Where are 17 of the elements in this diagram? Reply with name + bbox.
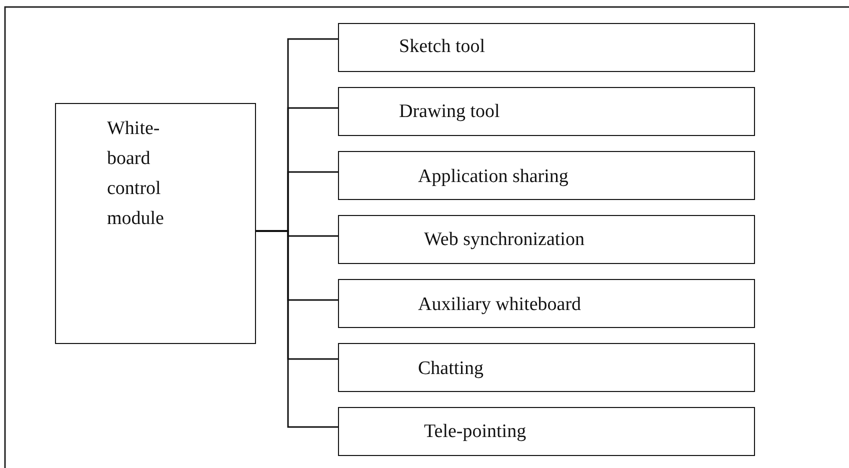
box-label: Tele-pointing	[424, 421, 526, 443]
function-box	[338, 407, 755, 456]
function-box	[338, 279, 755, 328]
box-label: Auxiliary whiteboard	[418, 294, 582, 316]
function-box	[338, 23, 755, 72]
function-box	[338, 215, 755, 264]
function-box	[338, 87, 755, 136]
box-label: Sketch tool	[399, 36, 486, 58]
box-label: Application sharing	[418, 166, 568, 188]
box-label: White-board control module	[107, 117, 165, 231]
box-label: Drawing tool	[399, 101, 500, 123]
box-label: Web synchronization	[424, 229, 584, 251]
function-box	[338, 151, 755, 200]
connector-line	[256, 230, 338, 428]
module-box	[55, 103, 256, 344]
function-box	[338, 343, 755, 392]
box-label: Chatting	[418, 358, 484, 380]
